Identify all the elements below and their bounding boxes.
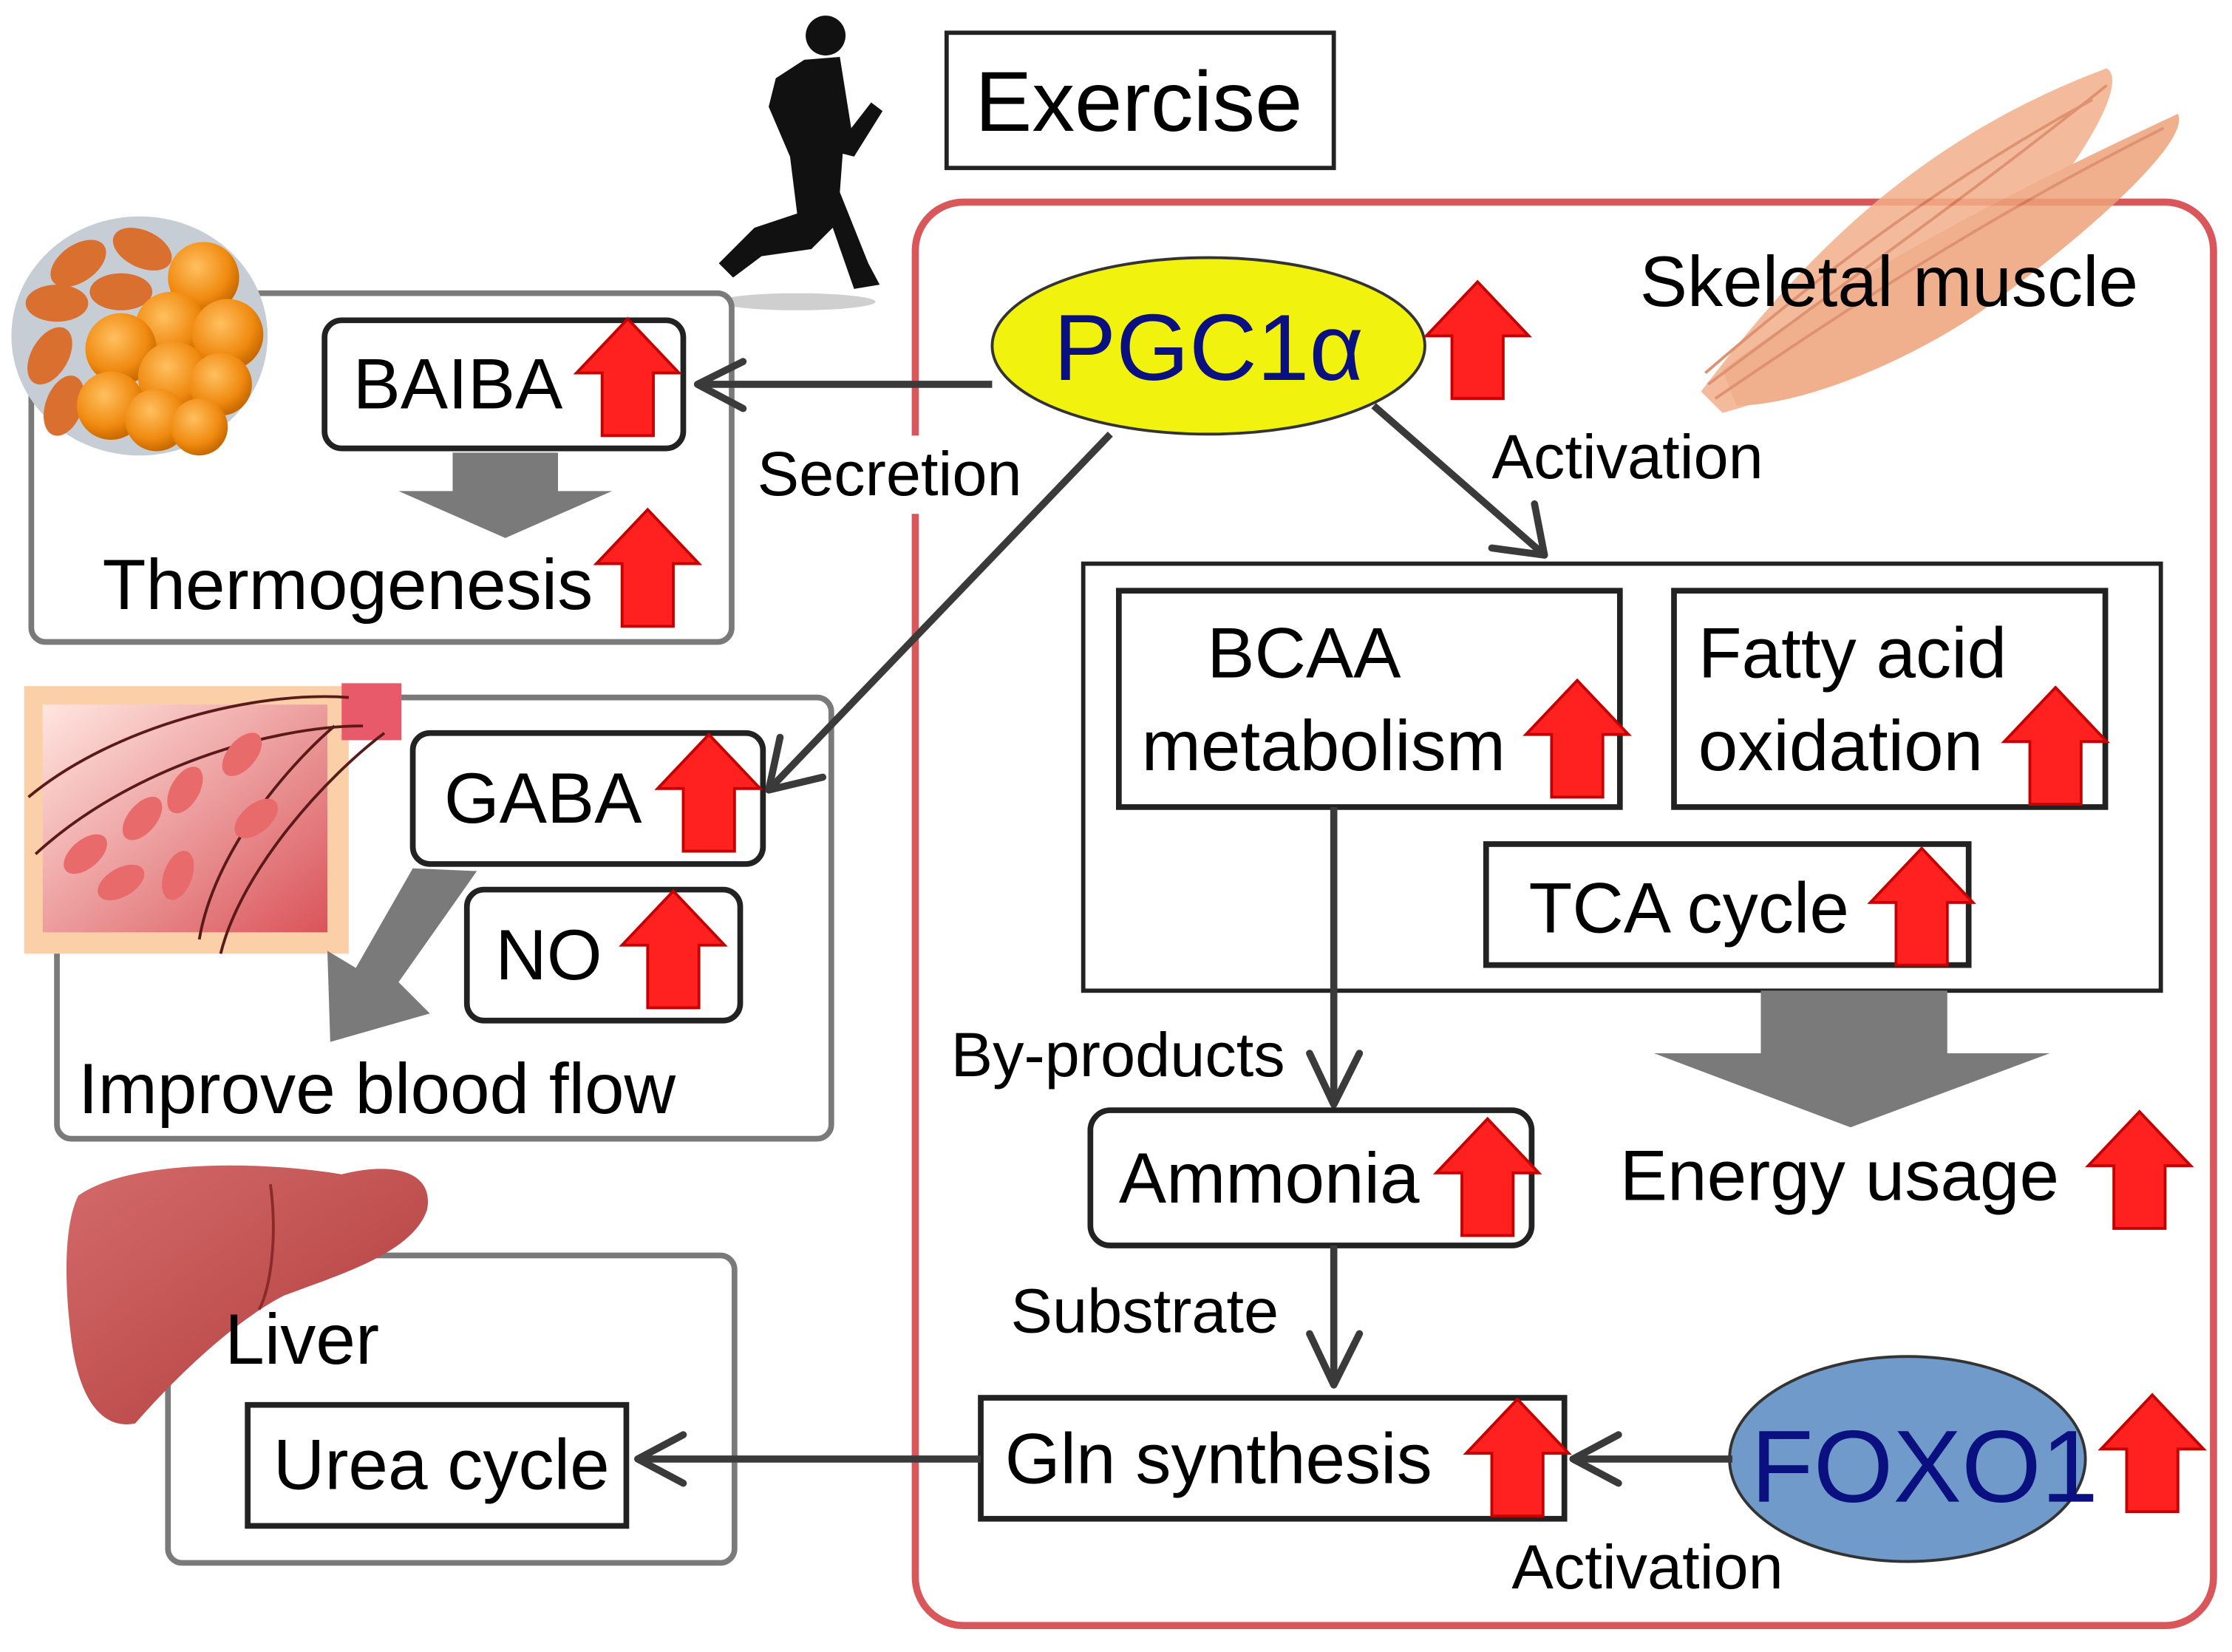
pgc1a-activation-edge [1371,403,1547,558]
baiba-label: BAIBA [353,345,563,424]
bcaa-label-line2: metabolism [1142,707,1505,786]
gaba-node [409,730,766,867]
metabolism-to-energy-arrow [1654,990,2050,1128]
baiba-to-thermogenesis-arrow [398,452,613,538]
fatty-acid-label-line1: Fatty acid [1698,614,2007,693]
pgc1a-node [990,256,1426,436]
arrowhead-icon [693,358,747,412]
secretion-label-bg [754,435,1025,514]
foxo1-label: FOXO1 [1751,1410,2098,1524]
arrowhead-icon [634,1431,687,1487]
no-label: NO [495,916,602,995]
arrowhead-icon [765,733,827,794]
bcaa-node [1116,588,1623,810]
byproducts-label: By-products [951,1019,1285,1090]
arrowhead-icon [1488,500,1548,559]
energy-usage-label: Energy usage [1620,1136,2059,1215]
activation-top-label: Activation [1491,421,1763,492]
activation-bottom-label: Activation [1511,1532,1783,1602]
muscle-icon [1701,68,2180,413]
runner-icon [718,16,883,289]
exercise-title: Exercise [975,54,1302,149]
urea-cycle-node [245,1401,630,1529]
exercise-title-box [944,30,1336,171]
runner-shadow [718,293,876,310]
liver-icon [66,1165,429,1424]
substrate-label: Substrate [1010,1275,1279,1345]
up-arrow-icon [2099,1393,2205,1514]
ammonia-node [1087,1107,1535,1248]
arrowhead-icon [1306,1050,1364,1109]
gln-synthesis-label: Gln synthesis [1005,1420,1432,1499]
pgc1a-to-gaba-edge [766,432,1113,793]
secretion-label: Secretion [758,438,1022,509]
urea-cycle-label: Urea cycle [273,1425,610,1504]
liver-label: Liver [225,1300,379,1379]
improve-blood-flow-label: Improve blood flow [78,1050,676,1129]
fat-cell-icon [11,216,268,456]
bcaa-label-line1: BCAA [1207,614,1401,693]
ammonia-label: Ammonia [1119,1139,1420,1218]
gln-synthesis-node [978,1395,1568,1522]
fatty-acid-label-line2: oxidation [1698,707,1983,786]
baiba-node [321,317,687,452]
up-arrow-icon [2086,1110,2193,1230]
gaba-label: GABA [444,759,642,838]
pgc1a-label: PGC1α [1053,295,1364,400]
up-arrow-icon [1424,280,1531,401]
thermogenesis-label: Thermogenesis [103,545,593,625]
skeletal-muscle-label: Skeletal muscle [1640,242,2138,322]
skeletal-muscle-region [911,198,2217,1630]
tca-cycle-node [1483,841,1972,968]
blood-vessel-icon [24,683,402,954]
arrowhead-icon [1569,1431,1622,1487]
arrowhead-icon [1306,1330,1364,1389]
gaba-no-to-bloodflow-arrow [327,868,477,1042]
tca-cycle-label: TCA cycle [1529,869,1849,948]
